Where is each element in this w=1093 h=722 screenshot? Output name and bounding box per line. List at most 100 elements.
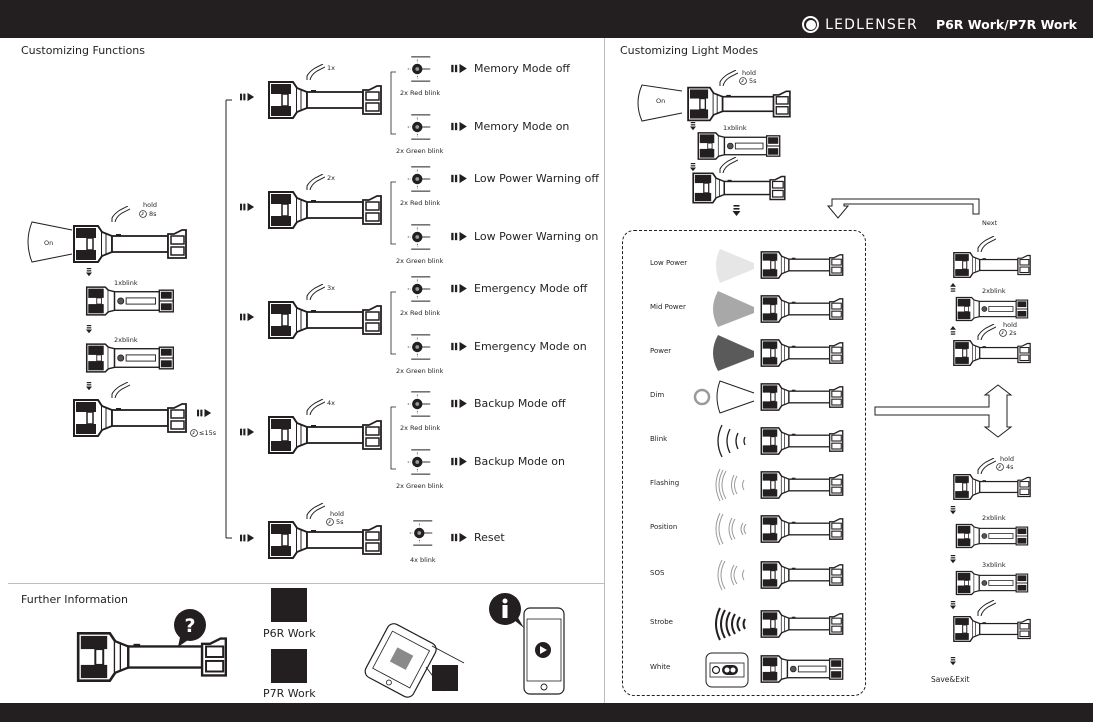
top-bar xyxy=(0,0,1093,38)
light-mode-beam-icon xyxy=(715,468,745,502)
flashlight-top-icon xyxy=(937,522,1047,550)
finger-press-icon xyxy=(305,503,325,519)
finger-press-icon xyxy=(976,236,996,252)
down-arrow-icon xyxy=(950,601,956,610)
blink-indicator-icon xyxy=(406,447,432,477)
go-arrow-icon xyxy=(451,532,468,543)
go-arrow-icon xyxy=(240,312,255,322)
flashlight-icon xyxy=(754,337,850,369)
light-modes-box xyxy=(622,230,866,696)
finger-press-icon xyxy=(976,458,996,474)
qr-label-p7r: P7R Work xyxy=(263,687,316,700)
option-result: Memory Mode on xyxy=(451,120,569,133)
help-bubble-icon: ? xyxy=(174,609,206,647)
red-blink-label: 2x Red blink xyxy=(400,424,441,432)
blink-indicator-icon xyxy=(408,518,434,548)
flashlight-icon xyxy=(265,413,385,457)
reset-hold-label: hold xyxy=(330,510,345,518)
beam-icon xyxy=(637,84,683,122)
light-mode-label: Power xyxy=(650,347,672,355)
flashlight-icon xyxy=(70,222,190,266)
horizontal-divider xyxy=(8,583,604,584)
red-blink-label: 2x Red blink xyxy=(400,89,441,97)
flashlight-icon xyxy=(937,472,1047,502)
flashlight-icon xyxy=(754,381,850,413)
blink-indicator-icon xyxy=(406,222,432,252)
light-mode-beam-icon xyxy=(715,512,747,546)
next-label: Next xyxy=(982,219,998,227)
go-arrow-icon xyxy=(240,533,255,543)
option-result: Emergency Mode off xyxy=(451,282,587,295)
entry-blink-label: 1xblink xyxy=(723,124,747,132)
option-result: Emergency Mode on xyxy=(451,340,587,353)
next-hold-time: 2s xyxy=(1009,329,1017,337)
qr-code-p7r[interactable] xyxy=(271,649,307,683)
press-count-label: 2x xyxy=(327,174,335,182)
flashlight-icon xyxy=(754,513,850,545)
go-arrow-icon xyxy=(240,427,255,437)
option-bracket xyxy=(390,291,396,355)
up-arrow-icon xyxy=(950,283,956,292)
green-blink-label: 2x Green blink xyxy=(396,482,444,490)
flashlight-icon xyxy=(937,614,1047,644)
flashlight-top-icon xyxy=(70,284,190,318)
flashlight-icon xyxy=(265,518,385,562)
flashlight-icon xyxy=(754,559,850,591)
finger-press-icon xyxy=(718,157,738,173)
clock-icon xyxy=(739,77,747,85)
hold-time: 5s xyxy=(749,77,757,85)
light-mode-label: Dim xyxy=(650,391,665,399)
exit-blink1-label: 2xblink xyxy=(982,514,1006,522)
finger-press-icon xyxy=(718,70,738,86)
go-arrow-icon xyxy=(451,283,468,294)
flashlight-icon xyxy=(754,608,850,640)
option-result-label: Emergency Mode on xyxy=(474,340,587,353)
go-arrow-icon xyxy=(451,398,468,409)
timeout-label: ≤15s xyxy=(199,429,217,437)
flashlight-top-icon xyxy=(679,130,799,162)
hold-label: hold xyxy=(742,69,757,77)
option-result: Memory Mode off xyxy=(451,62,570,75)
option-result-label: Low Power Warning off xyxy=(474,172,599,185)
option-result: Backup Mode on xyxy=(451,455,565,468)
down-arrow-icon xyxy=(86,325,92,334)
down-arrow-icon xyxy=(950,555,956,564)
reset-blink-label: 4x blink xyxy=(410,556,436,564)
option-bracket xyxy=(390,406,396,470)
reset-result-label: Reset xyxy=(474,531,505,544)
exit-blink2-label: 3xblink xyxy=(982,561,1006,569)
green-blink-label: 2x Green blink xyxy=(396,147,444,155)
red-blink-label: 2x Red blink xyxy=(400,199,441,207)
light-mode-label: Position xyxy=(650,523,678,531)
step1-blink-label: 1xblink xyxy=(114,279,138,287)
press-count-label: 1x xyxy=(327,64,335,72)
beam-on-label: On xyxy=(44,239,54,247)
light-mode-beam-icon xyxy=(717,559,745,591)
press-count-label: 3x xyxy=(327,284,335,292)
loop-arrow-icon xyxy=(823,198,980,221)
light-mode-beam-icon xyxy=(713,335,754,371)
option-result: Low Power Warning on xyxy=(451,230,598,243)
option-result-label: Memory Mode off xyxy=(474,62,571,75)
light-mode-label: White xyxy=(650,663,671,671)
light-mode-beam-icon xyxy=(693,380,755,414)
red-blink-label: 2x Red blink xyxy=(400,309,441,317)
next-hold-label: hold xyxy=(1003,321,1018,329)
flashlight-icon xyxy=(754,249,850,281)
phone-scan-qr-icon xyxy=(364,623,465,698)
customizing-light-modes-title: Customizing Light Modes xyxy=(620,44,759,57)
flashlight-icon xyxy=(937,250,1047,280)
flashlight-icon xyxy=(679,84,799,124)
flashlight-top-icon xyxy=(937,569,1047,597)
go-arrow-icon xyxy=(451,456,468,467)
ledlenser-logo-icon xyxy=(802,16,820,33)
clock-icon xyxy=(999,329,1007,337)
down-arrow-icon xyxy=(950,657,956,666)
beam-icon xyxy=(27,221,73,263)
clock-icon xyxy=(139,210,147,218)
flashlight-icon xyxy=(265,188,385,232)
option-result-label: Memory Mode on xyxy=(474,120,570,133)
qr-code-p6r[interactable] xyxy=(271,588,307,622)
light-mode-label: Flashing xyxy=(650,479,680,487)
save-exit-label: Save&Exit xyxy=(931,675,970,684)
